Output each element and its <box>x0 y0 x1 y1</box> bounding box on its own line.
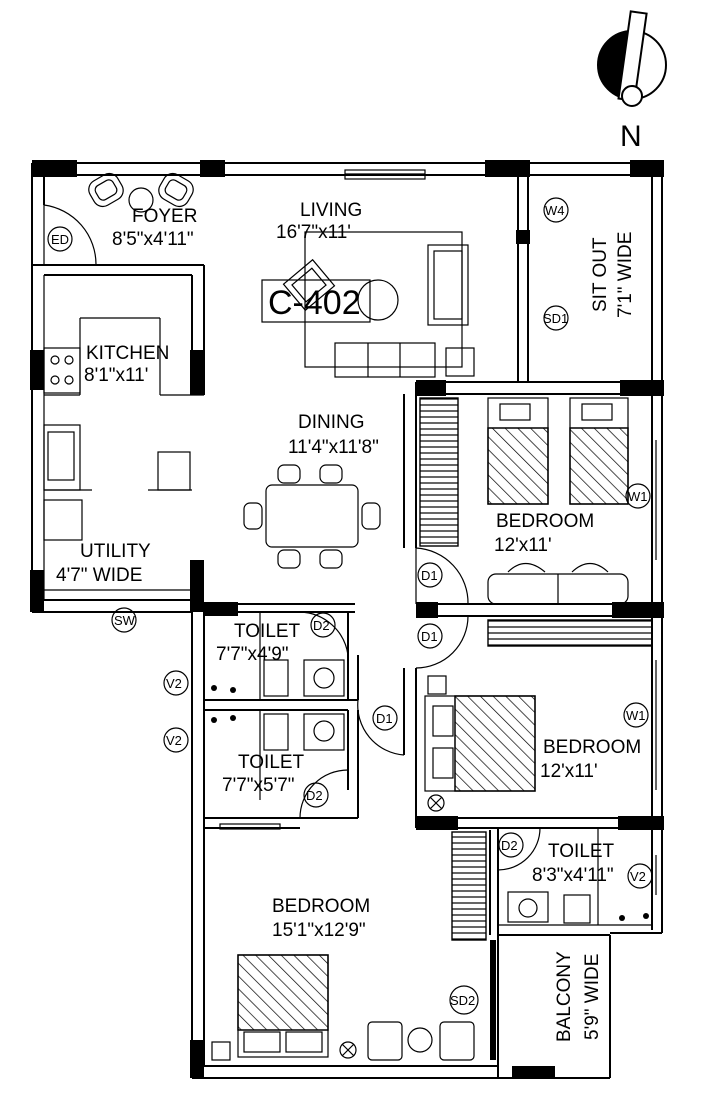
bedroom2-size: 12'x11' <box>540 761 598 782</box>
sitout-size: 7'1" WIDE <box>615 232 636 318</box>
balcony-size: 5'9" WIDE <box>582 954 603 1040</box>
kitchen-name: KITCHEN <box>86 343 169 364</box>
bedroom1-furniture <box>419 397 653 647</box>
tag-v2-toilet1: V2 <box>166 676 182 691</box>
toilet3-size: 8'3"x4'11" <box>532 865 614 886</box>
toilet2-name: TOILET <box>238 752 305 773</box>
foyer-chairs <box>88 172 194 213</box>
dining-table <box>243 464 381 569</box>
living-sofa-set <box>261 231 475 378</box>
outer-walls <box>30 160 664 1079</box>
tag-sd2: SD2 <box>450 993 475 1008</box>
tag-v2-toilet2: V2 <box>166 733 182 748</box>
utility-name: UTILITY <box>80 541 151 562</box>
tag-sw: SW <box>114 613 136 628</box>
tag-ed: ED <box>51 232 69 247</box>
bedroom2-name: BEDROOM <box>543 737 641 758</box>
tag-w4: W4 <box>545 203 565 218</box>
living-name: LIVING <box>300 200 362 221</box>
sitout-name: SIT OUT <box>590 237 611 312</box>
kitchen-size: 8'1"x11' <box>84 365 148 386</box>
bedroom3-size: 15'1"x12'9" <box>272 920 366 941</box>
living-size: 16'7"x11' <box>276 222 351 243</box>
tag-d1-bedroom1: D1 <box>421 568 438 583</box>
tag-markers <box>47 197 653 1015</box>
utility-size: 4'7" WIDE <box>56 565 142 586</box>
tag-sd1: SD1 <box>543 311 568 326</box>
toilet3-name: TOILET <box>548 841 615 862</box>
bedroom2-furniture <box>424 675 536 941</box>
tag-w1-bedroom1: W1 <box>628 489 648 504</box>
dining-size: 11'4"x11'8" <box>288 437 379 458</box>
foyer-name: FOYER <box>132 206 197 227</box>
north-compass-icon <box>597 10 667 107</box>
tag-d1-bedroom3: D1 <box>376 711 393 726</box>
unit-tag: C-402 <box>268 284 361 322</box>
bedroom3-name: BEDROOM <box>272 896 370 917</box>
bedroom1-size: 12'x11' <box>494 535 552 556</box>
toilet1-name: TOILET <box>234 621 301 642</box>
balcony-name: BALCONY <box>554 951 575 1042</box>
tag-d2-toilet1: D2 <box>313 618 330 633</box>
windows <box>344 169 657 895</box>
toilet1-size: 7'7"x4'9" <box>216 644 289 665</box>
tag-v2-toilet3: V2 <box>630 869 646 884</box>
tag-d2-toilet3: D2 <box>501 838 518 853</box>
compass-label: N <box>620 120 642 153</box>
tag-w1-bedroom2: W1 <box>626 708 646 723</box>
toilet2-size: 7'7"x5'7" <box>222 775 295 796</box>
tag-d1-bedroom2: D1 <box>421 629 438 644</box>
bedroom1-name: BEDROOM <box>496 511 594 532</box>
foyer-size: 8'5"x4'11" <box>112 229 194 250</box>
dining-name: DINING <box>298 412 365 433</box>
tag-d2-toilet2: D2 <box>306 788 323 803</box>
doors <box>43 204 541 871</box>
bedroom3-furniture <box>211 954 475 1061</box>
toilet-fixtures <box>211 659 649 924</box>
